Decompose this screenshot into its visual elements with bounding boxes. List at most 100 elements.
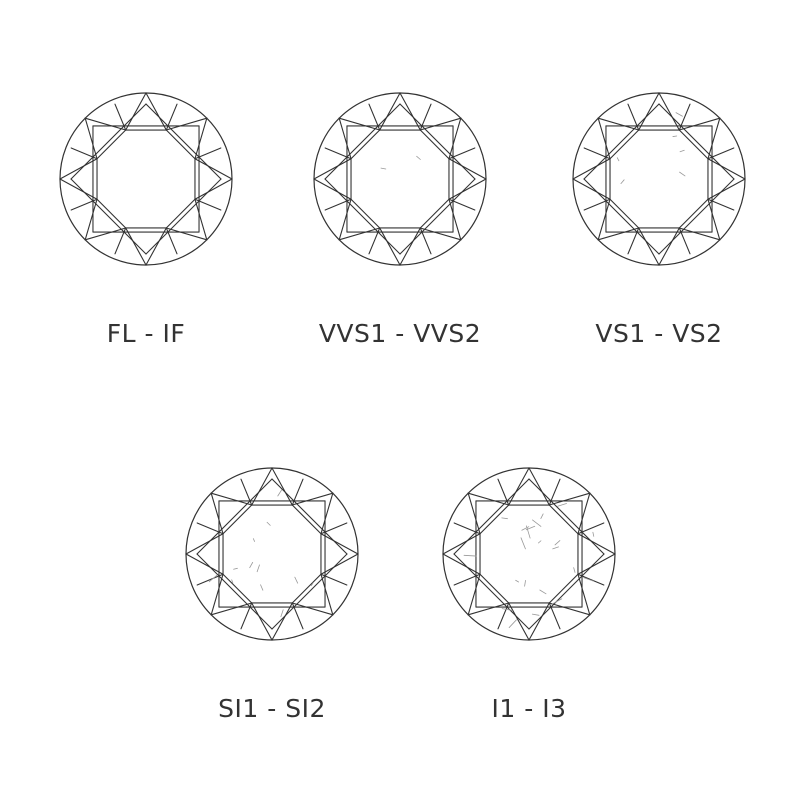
star-facet-edge [442, 533, 481, 555]
girdle-facet-edge [419, 103, 432, 131]
grade-vvs1-vvs2: VVS1 - VVS2 [290, 89, 510, 348]
star-facet-edge [194, 117, 208, 160]
inclusion-mark [525, 525, 536, 531]
inclusion-mark [583, 577, 594, 582]
girdle-facet-edge [707, 198, 735, 211]
girdle-facet-edge [583, 198, 611, 211]
inclusion-mark [521, 526, 530, 531]
table-edge [96, 198, 127, 229]
girdle-facet-edge [240, 478, 253, 506]
table-edge [609, 198, 640, 229]
star-facet-edge [528, 602, 550, 641]
star-facet-edge [194, 158, 233, 180]
star-square-edge [271, 478, 348, 555]
girdle-facet-edge [678, 103, 691, 131]
grade-label: FL - IF [106, 319, 186, 348]
star-facet-edge [291, 602, 334, 616]
star-facet-edge [185, 553, 224, 575]
star-facet-edge [210, 492, 224, 535]
star-facet-edge [448, 158, 487, 180]
inclusion-mark [616, 157, 620, 162]
inclusion-mark [537, 540, 542, 544]
inclusion-mark [277, 489, 283, 497]
grade-label: SI1 - SI2 [218, 694, 326, 723]
star-facet-edge [165, 227, 208, 241]
inclusion-mark [266, 521, 271, 526]
table-edge [419, 129, 450, 160]
star-facet-edge [448, 117, 462, 160]
table-edge [165, 129, 196, 160]
star-facet-edge [419, 117, 462, 131]
star-facet-edge [707, 158, 746, 180]
girdle-facet-edge [448, 198, 476, 211]
star-facet-edge [313, 178, 352, 200]
star-facet-edge [313, 158, 352, 180]
table-edge [548, 573, 579, 604]
star-facet-edge [707, 178, 746, 200]
star-facet-edge [291, 492, 334, 506]
star-square-edge [70, 103, 147, 180]
star-facet-edge [638, 92, 660, 131]
star-facet-edge [379, 227, 401, 266]
star-square-edge [658, 178, 735, 255]
star-facet-edge [467, 492, 481, 535]
girdle-facet-edge [114, 227, 127, 255]
inclusion-mark [463, 554, 477, 557]
table-edge [479, 504, 510, 535]
star-facet-edge [338, 227, 381, 241]
diamond-fl-if-diagram [59, 92, 233, 266]
star-facet-edge [194, 198, 208, 241]
star-facet-edge [508, 467, 530, 506]
table-edge [165, 198, 196, 229]
table-edge [678, 198, 709, 229]
star-facet-edge [210, 573, 224, 616]
girdle-facet-edge [583, 147, 611, 160]
star-facet-edge [419, 227, 462, 241]
inclusion-mark [208, 574, 218, 583]
star-facet-edge [84, 117, 127, 131]
inclusion-mark [380, 167, 387, 170]
girdle-facet-edge [577, 522, 605, 535]
diamond-vvs-diagram [313, 92, 487, 266]
inclusion-mark [552, 546, 559, 550]
table-edge [678, 129, 709, 160]
girdle-facet-edge [627, 103, 640, 131]
star-facet-edge [338, 117, 381, 131]
inclusion-mark [501, 608, 513, 611]
girdle-facet-edge [368, 227, 381, 255]
girdle-facet-edge [627, 227, 640, 255]
star-facet-edge [707, 198, 721, 241]
table-edge [548, 504, 579, 535]
star-facet-edge [59, 178, 98, 200]
star-facet-edge [658, 92, 680, 131]
star-facet-edge [597, 198, 611, 241]
star-square-edge [145, 178, 222, 255]
star-facet-edge [84, 117, 98, 160]
table-edge [291, 573, 322, 604]
star-facet-edge [338, 117, 352, 160]
table-edge [96, 129, 127, 160]
star-facet-edge [379, 92, 401, 131]
inclusion-mark [672, 135, 678, 137]
star-facet-edge [678, 117, 721, 131]
star-facet-edge [210, 602, 253, 616]
star-facet-edge [165, 117, 208, 131]
star-facet-edge [597, 117, 640, 131]
star-facet-edge [194, 178, 233, 200]
star-facet-edge [528, 467, 550, 506]
girdle-facet-edge [291, 602, 304, 630]
star-facet-edge [467, 492, 510, 506]
star-facet-edge [577, 573, 591, 616]
star-square-edge [583, 103, 660, 180]
star-facet-edge [399, 92, 421, 131]
girdle-facet-edge [497, 602, 510, 630]
grade-label: VVS1 - VVS2 [318, 319, 482, 348]
star-facet-edge [320, 492, 334, 535]
inclusion-mark [515, 579, 519, 583]
star-facet-edge [548, 602, 591, 616]
inclusion-mark [557, 503, 567, 507]
girdle-facet-edge [165, 227, 178, 255]
girdle-facet-edge [368, 103, 381, 131]
star-square-edge [70, 178, 147, 255]
star-facet-edge [577, 533, 616, 555]
